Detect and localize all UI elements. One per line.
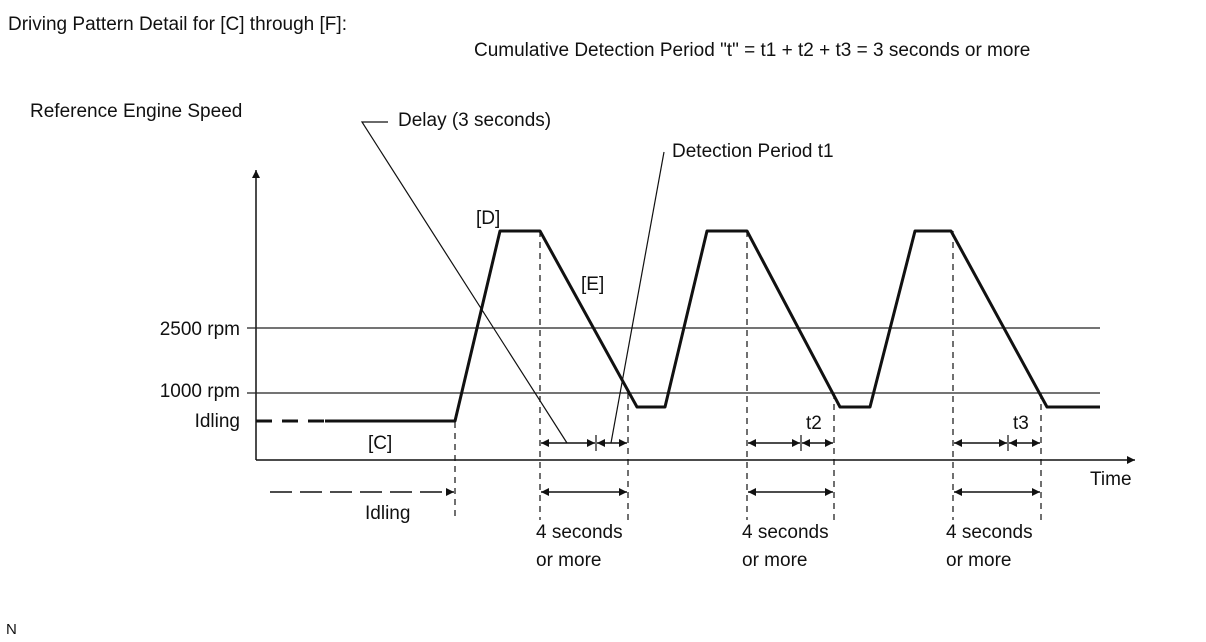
- label-2500-rpm: 2500 rpm: [160, 319, 240, 340]
- duration-2-line2: or more: [742, 550, 807, 571]
- duration-1-line2: or more: [536, 550, 601, 571]
- t3-label: t3: [1013, 413, 1029, 434]
- delay-callout-leader: [360, 121, 568, 444]
- vertical-markers: [454, 231, 1042, 520]
- label-idling-level: Idling: [195, 411, 240, 432]
- duration-1-line1: 4 seconds: [536, 522, 623, 543]
- detection-t1-callout-leader: [610, 151, 665, 444]
- duration-2-line1: 4 seconds: [742, 522, 829, 543]
- duration-3-line1: 4 seconds: [946, 522, 1033, 543]
- duration-3-line2: or more: [946, 550, 1011, 571]
- delay-callout-label: Delay (3 seconds): [398, 110, 551, 131]
- segment-e-label: [E]: [581, 274, 604, 295]
- segment-c-label: [C]: [368, 433, 392, 454]
- label-1000-rpm: 1000 rpm: [160, 381, 240, 402]
- diagram-title: Driving Pattern Detail for [C] through […: [8, 14, 347, 35]
- detection-t1-callout-label: Detection Period t1: [672, 141, 834, 162]
- idling-duration-label: Idling: [365, 503, 410, 524]
- y-axis-label: Reference Engine Speed: [30, 101, 242, 122]
- footer-mark: N: [6, 621, 17, 638]
- engine-speed-trace: [325, 229, 1100, 423]
- t2-label: t2: [806, 413, 822, 434]
- cumulative-detection-note: Cumulative Detection Period "t" = t1 + t…: [474, 40, 1030, 61]
- x-axis-label: Time: [1090, 469, 1132, 490]
- segment-d-label: [D]: [476, 208, 500, 229]
